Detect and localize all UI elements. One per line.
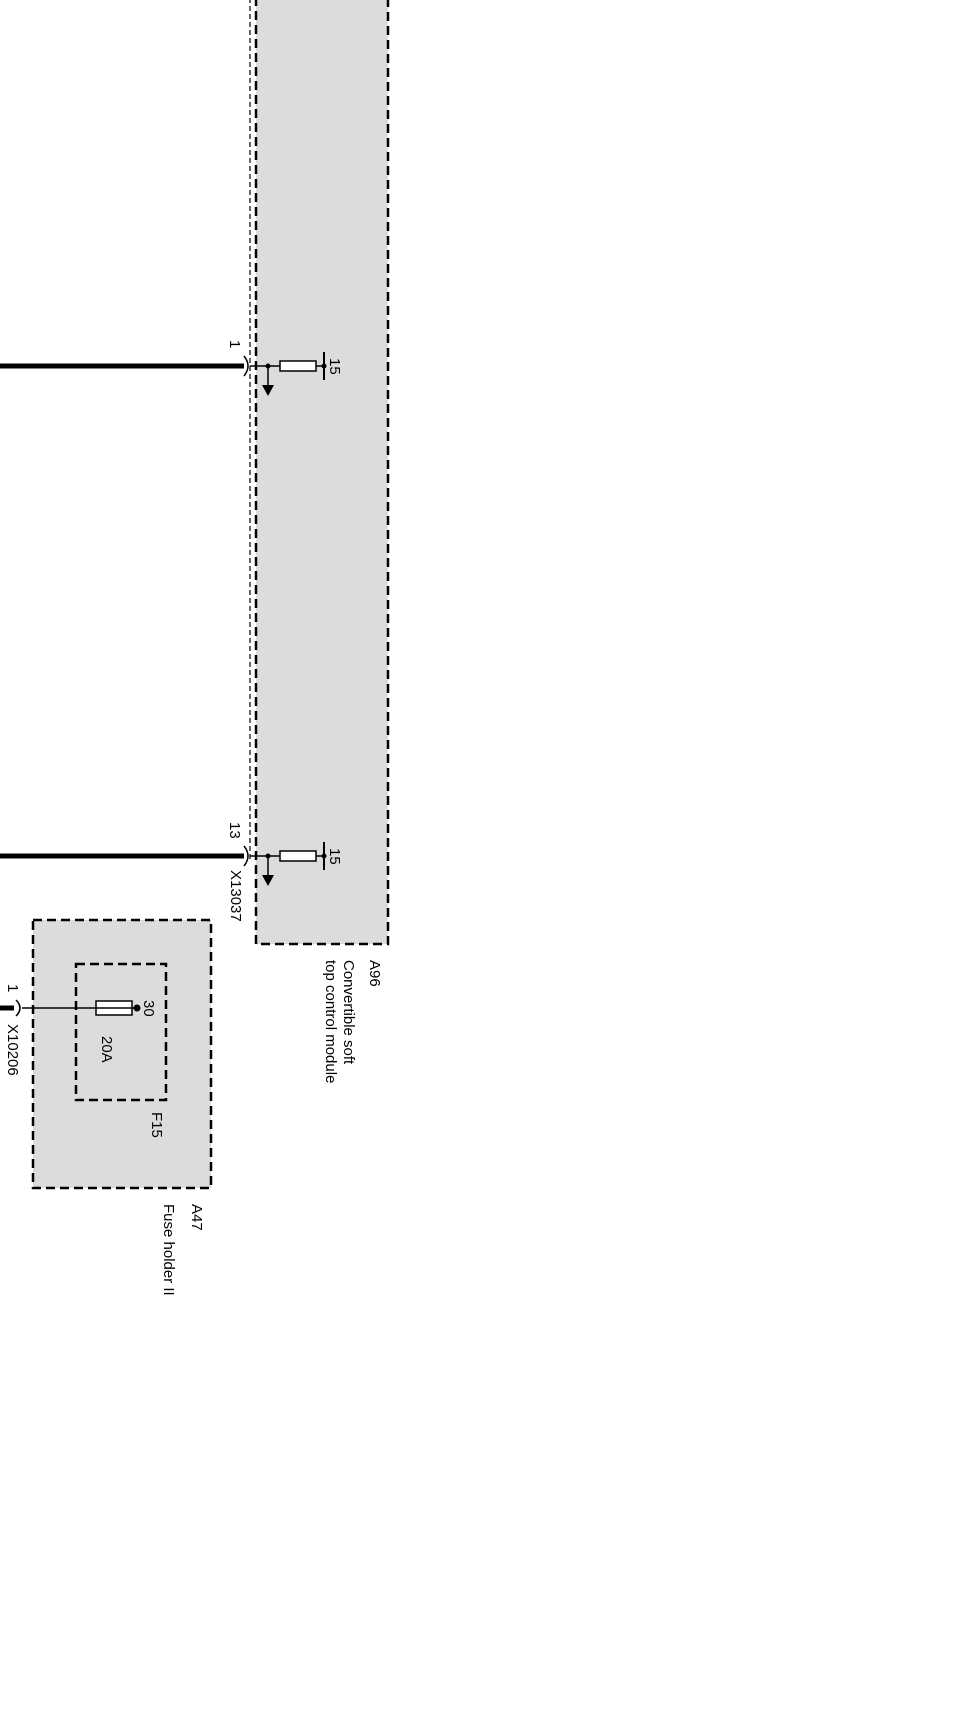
fuse-rating-label: 20A [98,1036,115,1063]
pin-label-1: 1 [226,340,243,348]
terminal-label-15-lower: 15 [326,848,343,865]
arrow-down-icon [262,875,274,886]
fuse-holder-a47-box [31,918,213,1190]
connector-label-x13037: X13037 [227,870,244,922]
fuse-f15-box [74,962,168,1102]
module-a96 [249,0,390,946]
module-a96-box [254,0,390,946]
circuit-pin-1 [0,352,327,396]
module-a96-ref: A96 [366,960,383,987]
connector-pin-13-symbol [243,845,249,867]
pin-label-x10206-1: 1 [4,984,21,992]
module-a96-name-line1: Convertible soft [340,960,357,1065]
fuse-ref-label-f15: F15 [148,1112,165,1138]
circuit-pin-13 [0,842,327,886]
arrow-down-icon [262,385,274,396]
resistor-upper [279,360,317,372]
fuse-holder-a47 [0,918,213,1190]
connector-x10206-symbol [15,999,21,1017]
terminal-label-15-upper: 15 [326,358,343,375]
connector-pin-1-symbol [243,355,249,377]
fuse-terminal-dot [133,1004,141,1012]
fuse-holder-a47-name: Fuse holder II [160,1204,177,1296]
module-a96-name-line2: top control module [322,960,339,1083]
pin-label-13: 13 [226,822,243,839]
fuse-terminal-label-30: 30 [140,1000,157,1017]
fuse-holder-a47-ref: A47 [188,1204,205,1231]
connector-label-x10206: X10206 [4,1024,21,1076]
resistor-lower [279,850,317,862]
